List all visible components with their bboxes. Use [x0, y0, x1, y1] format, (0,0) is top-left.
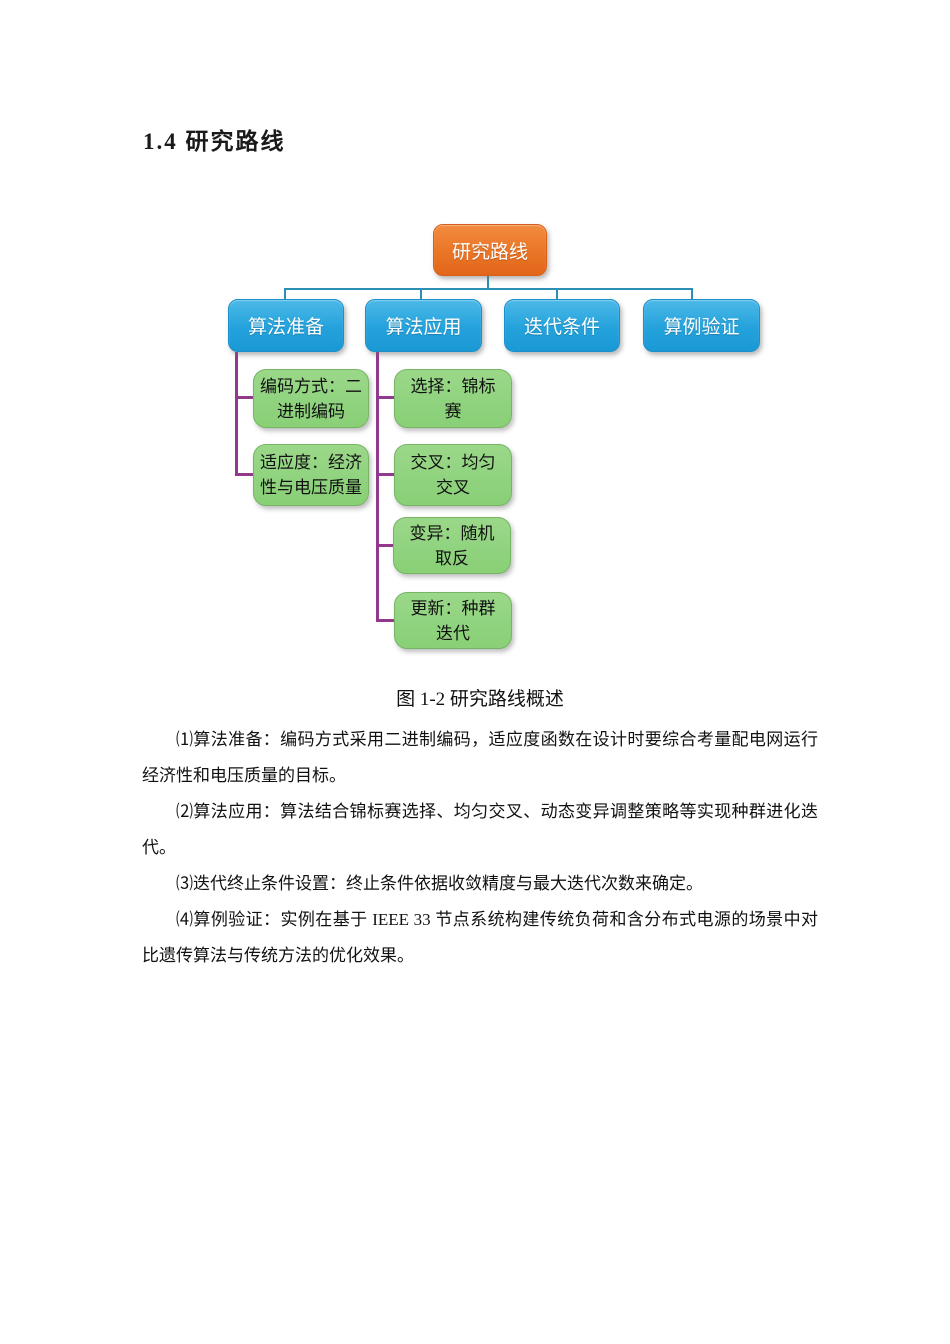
connector-branch2-vertical [376, 352, 379, 622]
diagram-node-branch-algorithm-prep: 算法准备 [228, 299, 344, 352]
node-label-line: 交叉 [436, 478, 470, 497]
paragraph-2: ⑵算法应用：算法结合锦标赛选择、均匀交叉、动态变异调整策略等实现种群进化迭代。 [142, 802, 818, 857]
section-heading: 1.4 研究路线 [143, 129, 286, 154]
connector-root-stem [487, 276, 489, 289]
diagram-node-leaf-update: 更新：种群 迭代 [394, 592, 512, 649]
connector-drop-branch-1 [284, 288, 286, 300]
node-label-line: 交叉：均匀 [410, 453, 496, 472]
node-label-line: 赛 [444, 401, 462, 421]
node-label-line: 变异：随机 [409, 523, 495, 543]
diagram-node-branch-algorithm-apply: 算法应用 [365, 299, 482, 352]
node-label: 算例验证 [663, 317, 740, 338]
connector-drop-branch-2 [420, 288, 422, 300]
body-text: ⑴算法准备：编码方式采用二进制编码，适应度函数在设计时要综合考量配电网运行经济性… [142, 722, 818, 974]
paragraph-4: ⑷算例验证：实例在基于 IEEE 33 节点系统构建传统负荷和含分布式电源的场景… [142, 910, 818, 965]
diagram-node-root: 研究路线 [433, 224, 547, 276]
diagram-node-branch-iteration-condition: 迭代条件 [504, 299, 620, 352]
paragraph-3: ⑶迭代终止条件设置：终止条件依据收敛精度与最大迭代次数来确定。 [176, 874, 703, 893]
node-label: 研究路线 [451, 241, 528, 263]
node-label-line: 编码方式：二 [260, 376, 362, 396]
paragraph-1: ⑴算法准备：编码方式采用二进制编码，适应度函数在设计时要综合考量配电网运行经济性… [142, 730, 818, 785]
connector-branch2-stub-3 [376, 544, 394, 547]
diagram-node-leaf-crossover: 交叉：均匀 交叉 [394, 444, 512, 506]
node-label-line: 更新：种群 [410, 598, 496, 618]
connector-branch2-stub-1 [376, 396, 395, 399]
node-label-line: 进制编码 [277, 401, 345, 421]
connector-branch1-stub-1 [235, 396, 254, 399]
node-label-line: 取反 [435, 548, 469, 568]
node-label: 算法准备 [247, 317, 324, 338]
node-label: 迭代条件 [523, 317, 600, 338]
connector-drop-branch-3 [556, 288, 558, 300]
node-label-line: 性与电压质量 [260, 478, 362, 497]
diagram-node-leaf-fitness: 适应度：经济 性与电压质量 [253, 444, 369, 506]
node-label-line: 迭代 [436, 623, 470, 643]
connector-branch1-vertical [235, 352, 238, 476]
diagram-node-leaf-selection: 选择：锦标 赛 [394, 369, 512, 428]
node-label-line: 适应度：经济 [260, 453, 362, 472]
connector-main-horizontal [284, 288, 693, 290]
diagram-node-leaf-mutation: 变异：随机 取反 [393, 517, 511, 574]
connector-drop-branch-4 [691, 288, 693, 300]
connector-branch1-stub-2 [235, 473, 254, 476]
research-route-diagram: 研究路线 算法准备 算法应用 迭代条件 算例验证 编码方式：二 进制编码 适应度… [228, 224, 760, 649]
diagram-node-branch-case-verification: 算例验证 [643, 299, 760, 352]
figure-caption: 图 1-2 研究路线概述 [396, 689, 564, 710]
connector-branch2-stub-2 [376, 473, 395, 476]
node-label: 算法应用 [385, 317, 462, 338]
diagram-node-leaf-encoding: 编码方式：二 进制编码 [253, 369, 369, 428]
connector-branch2-stub-4 [376, 619, 395, 622]
node-label-line: 选择：锦标 [410, 376, 496, 396]
